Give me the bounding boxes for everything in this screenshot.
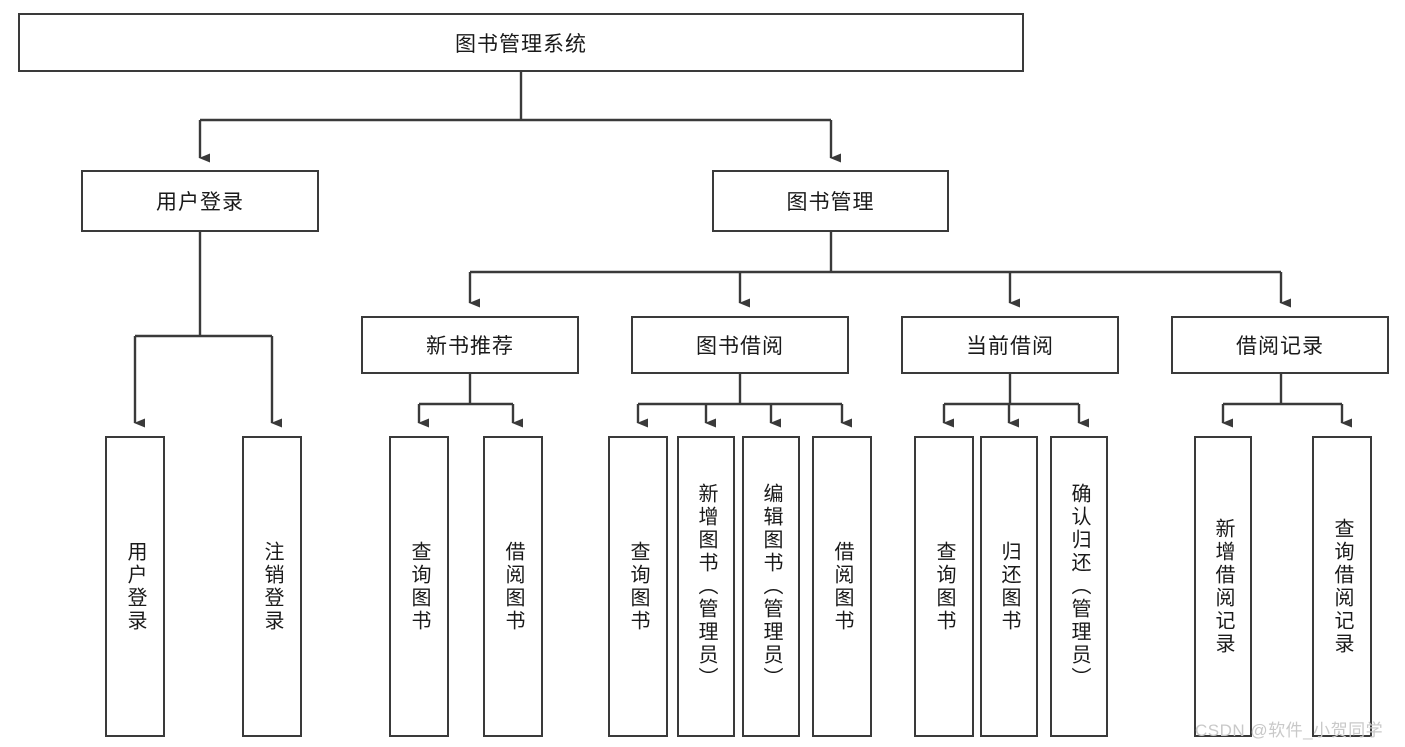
watermark: CSDN @软件_小贺同学 (1195, 721, 1384, 740)
node-leaf-add-book-admin[interactable]: 新增图书（管理员） (677, 436, 735, 737)
node-label: 确认归还（管理员） (1068, 483, 1090, 690)
node-leaf-query-book-borrow[interactable]: 查询图书 (608, 436, 668, 737)
node-new-book-recommend[interactable]: 新书推荐 (361, 316, 579, 374)
node-label: 图书管理系统 (455, 32, 587, 56)
node-label: 新书推荐 (426, 335, 514, 358)
node-label: 用户登录 (156, 191, 244, 214)
node-leaf-add-borrow-record[interactable]: 新增借阅记录 (1194, 436, 1252, 737)
node-leaf-query-borrow-record[interactable]: 查询借阅记录 (1312, 436, 1372, 737)
node-current-borrow[interactable]: 当前借阅 (901, 316, 1119, 374)
node-label: 用户登录 (124, 540, 146, 633)
node-label: 新增借阅记录 (1212, 517, 1234, 656)
node-leaf-logout-login[interactable]: 注销登录 (242, 436, 302, 737)
node-label: 查询图书 (627, 540, 649, 633)
node-label: 注销登录 (261, 540, 283, 633)
node-label: 借阅记录 (1236, 335, 1324, 358)
node-label: 图书管理 (786, 191, 875, 214)
node-label: 借阅图书 (831, 540, 853, 633)
node-label: 图书借阅 (696, 335, 784, 358)
node-user-login[interactable]: 用户登录 (81, 170, 319, 232)
node-label: 借阅图书 (502, 540, 524, 633)
node-leaf-query-book-current[interactable]: 查询图书 (914, 436, 974, 737)
node-leaf-return-book[interactable]: 归还图书 (980, 436, 1038, 737)
node-label: 查询借阅记录 (1331, 517, 1353, 656)
node-label: 归还图书 (998, 540, 1020, 633)
node-label: 编辑图书（管理员） (760, 483, 782, 690)
node-leaf-confirm-return-admin[interactable]: 确认归还（管理员） (1050, 436, 1108, 737)
node-label: 查询图书 (933, 540, 955, 633)
node-leaf-borrow-book-recommend[interactable]: 借阅图书 (483, 436, 543, 737)
node-root-book-management-system[interactable]: 图书管理系统 (18, 13, 1024, 72)
node-book-management[interactable]: 图书管理 (712, 170, 949, 232)
node-leaf-borrow-book-borrow[interactable]: 借阅图书 (812, 436, 872, 737)
node-borrow-record[interactable]: 借阅记录 (1171, 316, 1389, 374)
node-label: 新增图书（管理员） (695, 483, 717, 690)
node-book-borrow[interactable]: 图书借阅 (631, 316, 849, 374)
node-leaf-user-login[interactable]: 用户登录 (105, 436, 165, 737)
node-leaf-edit-book-admin[interactable]: 编辑图书（管理员） (742, 436, 800, 737)
node-label: 查询图书 (408, 540, 430, 633)
node-label: 当前借阅 (966, 335, 1054, 358)
node-leaf-query-book-recommend[interactable]: 查询图书 (389, 436, 449, 737)
